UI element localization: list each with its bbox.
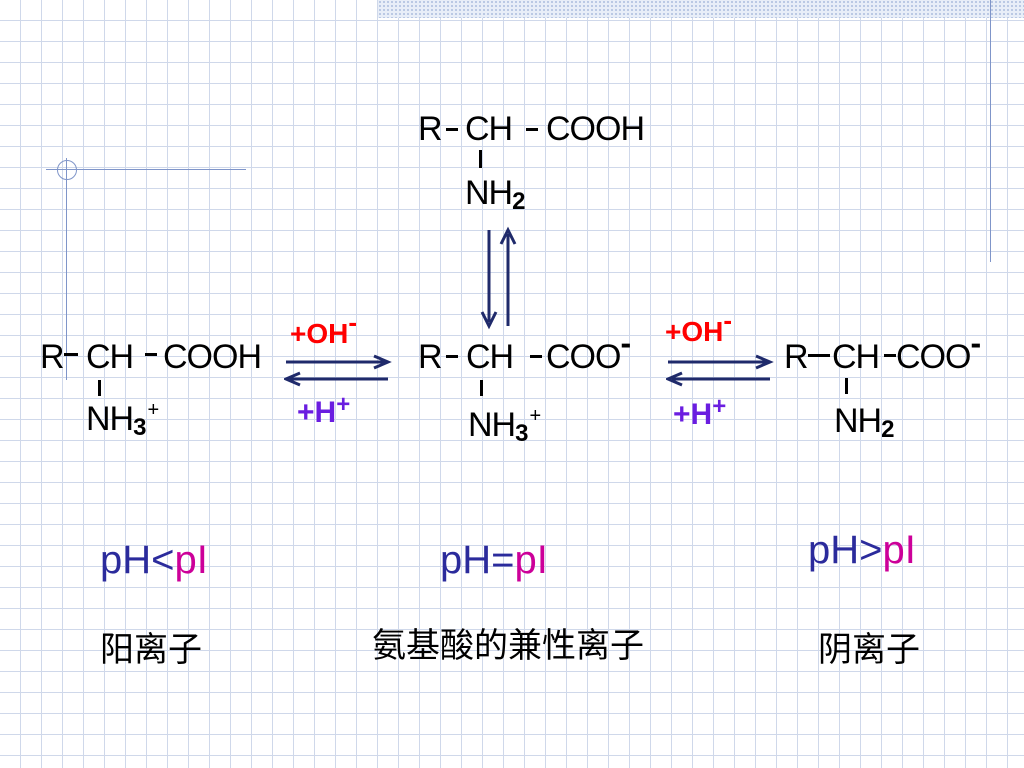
bond — [64, 353, 78, 356]
bond — [145, 353, 157, 356]
decorative-top-band — [378, 0, 1024, 18]
top-nh2: NH2 — [465, 174, 525, 215]
left-equilibrium-arrows — [284, 354, 392, 387]
bond — [446, 128, 458, 131]
vertical-equilibrium-arrows — [480, 226, 517, 330]
left-nh3: NH3+ — [86, 399, 159, 441]
bond — [530, 355, 542, 358]
decorative-frame-circle — [57, 160, 77, 180]
middle-coo: COO- — [546, 325, 631, 376]
bond — [446, 355, 458, 358]
top-ch: CH — [465, 110, 513, 148]
right-oh-reagent: +OH- — [665, 305, 733, 347]
decorative-frame-line — [66, 158, 67, 380]
middle-r: R — [418, 338, 443, 376]
right-ch: CH — [832, 338, 880, 376]
middle-ph-condition: pH=pI — [440, 538, 548, 582]
left-ch: CH — [86, 338, 134, 376]
left-oh-reagent: +OH- — [290, 307, 358, 349]
bond — [526, 128, 538, 131]
bond — [884, 354, 896, 357]
bond — [845, 378, 848, 394]
bond — [479, 150, 482, 168]
zwitterion-label: 氨基酸的兼性离子 — [372, 626, 644, 666]
top-cooh: COOH — [546, 110, 645, 148]
bond — [480, 380, 483, 396]
right-r: R — [784, 338, 809, 376]
right-nh2: NH2 — [834, 402, 894, 443]
left-cooh: COOH — [163, 338, 262, 376]
top-r: R — [418, 110, 443, 148]
middle-ch: CH — [466, 338, 514, 376]
bond — [808, 354, 830, 357]
right-ph-condition: pH>pI — [808, 528, 916, 572]
middle-nh3: NH3+ — [468, 405, 541, 447]
right-coo: COO- — [896, 325, 981, 376]
left-r: R — [40, 338, 65, 376]
left-h-reagent: +H+ — [297, 391, 351, 429]
cation-label: 阳离子 — [100, 630, 202, 670]
decorative-frame-line — [990, 0, 991, 262]
right-h-reagent: +H+ — [673, 393, 727, 431]
left-ph-condition: pH<pI — [100, 538, 208, 582]
right-equilibrium-arrows — [666, 354, 774, 387]
decorative-frame-line — [46, 169, 246, 170]
anion-label: 阴离子 — [818, 630, 920, 670]
bond — [98, 380, 101, 396]
